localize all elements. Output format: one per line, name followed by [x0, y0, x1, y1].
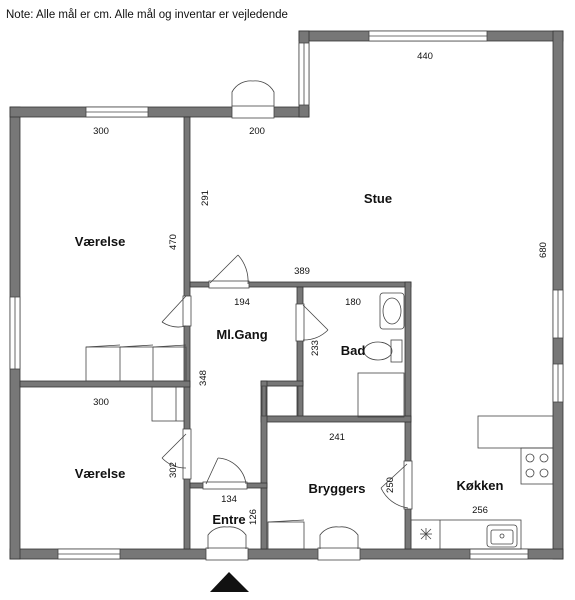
- room-koekken: Køkken: [457, 478, 504, 493]
- cupboard-gang: [261, 385, 299, 417]
- window-stue-left: [298, 42, 310, 106]
- interior-walls: [19, 116, 412, 550]
- wardrobe-vaerelse2: [151, 386, 185, 422]
- door-entrance: [205, 526, 249, 561]
- doors: [161, 80, 413, 561]
- wall-entre-top-right: [245, 482, 268, 489]
- room-bryggers: Bryggers: [308, 481, 365, 496]
- wall-between-vaerelser: [19, 380, 191, 388]
- window-stue-top: [368, 30, 488, 42]
- window-koekken-bottom: [469, 548, 529, 560]
- door-bad: [295, 303, 329, 342]
- room-vaerelse-bottom: Værelse: [75, 466, 126, 481]
- room-stue: Stue: [364, 191, 392, 206]
- room-entre: Entre: [212, 512, 245, 527]
- dim-koekken-256: 256: [472, 505, 488, 516]
- wall-vaerelse-stue: [183, 116, 191, 298]
- wardrobe-vaerelse1: [85, 344, 187, 382]
- washer-bryggers: [267, 519, 305, 550]
- wall-stue-gang-left: [189, 281, 211, 288]
- window-vaerelse-top: [85, 106, 149, 118]
- door-stue-gang: [208, 254, 250, 289]
- door-vaerelse2: [161, 428, 192, 480]
- room-vaerelse-top: Værelse: [75, 234, 126, 249]
- dimension-labels: 440 300 200 291 470 680 389 194 180 233 …: [93, 51, 549, 525]
- furniture: [85, 292, 554, 550]
- dim-bad-233: 233: [310, 340, 321, 356]
- door-vaerelse1: [161, 295, 192, 328]
- window-stue-right-2: [552, 363, 564, 403]
- dim-bryggers-241: 241: [329, 432, 345, 443]
- door-bryggers-exit: [317, 526, 361, 561]
- toilet-bad: [363, 339, 403, 363]
- note-text: Note: Alle mål er cm. Alle mål og invent…: [6, 9, 288, 21]
- dim-stue-width: 440: [417, 51, 433, 62]
- wall-vaerelse2-entre: [183, 477, 191, 550]
- sink-bad: [379, 292, 405, 330]
- wall-bryggers-right-lower: [404, 507, 412, 550]
- counter-koekken: [410, 415, 554, 550]
- wall-vaerelse-gang: [183, 324, 191, 431]
- wall-entre-top-left: [189, 482, 205, 489]
- dim-vaerelse2-width: 300: [93, 397, 109, 408]
- dim-entre-126: 126: [248, 509, 259, 525]
- entrance-arrow-icon: [210, 572, 249, 592]
- dim-vaerelse-width: 300: [93, 126, 109, 137]
- window-stue-right-1: [552, 289, 564, 339]
- wall-bad-right: [404, 281, 412, 463]
- room-labels: Stue Værelse Ml.Gang Bad Værelse Brygger…: [75, 191, 504, 527]
- room-ml-gang: Ml.Gang: [216, 327, 267, 342]
- shower-bad: [357, 372, 405, 418]
- dim-gang-194: 194: [234, 297, 250, 308]
- dim-stue-291: 291: [200, 190, 211, 206]
- window-vaerelse-left: [9, 296, 21, 370]
- dim-bad-180: 180: [345, 297, 361, 308]
- dim-bryggers-250: 250: [385, 477, 396, 493]
- dim-stue-200: 200: [249, 126, 265, 137]
- dim-stue-389: 389: [294, 266, 310, 277]
- dim-entre-134: 134: [221, 494, 237, 505]
- wall-bad-left-upper: [296, 286, 304, 306]
- wall-stue-bad: [247, 281, 412, 288]
- door-bryggers: [380, 460, 413, 510]
- windows: [9, 30, 564, 560]
- door-terrace: [231, 80, 275, 119]
- dim-gang-348: 348: [198, 370, 209, 386]
- dim-stue-680: 680: [538, 242, 549, 258]
- door-entre-inner: [202, 457, 248, 490]
- dim-vaerelse2-302: 302: [168, 462, 179, 478]
- window-vaerelse2-bottom: [57, 548, 121, 560]
- room-bad: Bad: [341, 343, 366, 358]
- wall-entre-right: [260, 380, 268, 550]
- dim-vaerelse-470: 470: [168, 234, 179, 250]
